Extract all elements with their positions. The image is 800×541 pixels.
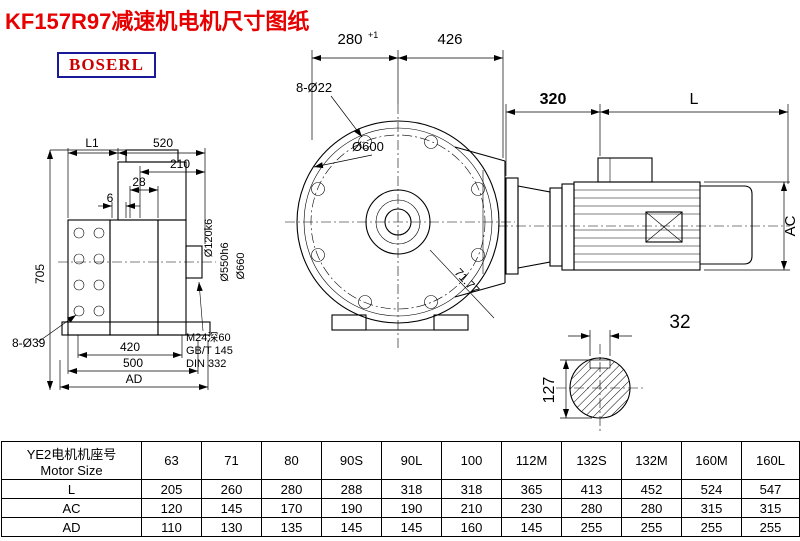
label-m24: M24深60 [186, 331, 231, 344]
cell-AD-3: 145 [321, 517, 382, 537]
header-line-cn: YE2电机机座号 [26, 446, 117, 462]
cell-AC-4: 190 [381, 498, 442, 518]
cell-AD-5: 160 [441, 517, 502, 537]
terminal-box [597, 157, 653, 183]
size-col-63: 63 [141, 441, 202, 480]
size-col-132s: 132S [561, 441, 622, 480]
cell-AD-2: 135 [261, 517, 322, 537]
label-d660: Ø660 [235, 253, 247, 280]
row-label-AC: AC [1, 498, 142, 518]
table-row-AC: AC 120 145 170 190 190 210 230 280 280 3… [1, 498, 800, 518]
dim-520: 520 [153, 136, 173, 150]
label-8-d39: 8-Ø39 [12, 336, 46, 350]
fan-cowl [700, 185, 753, 265]
size-col-90s: 90S [321, 441, 382, 480]
cell-L-6: 365 [501, 479, 562, 499]
dim-280-tolerance: +1 [368, 30, 378, 40]
cell-L-10: 547 [741, 479, 800, 499]
gearbox-side-view: L1 520 210 28 6 705 420 [12, 136, 247, 391]
dim-280: 280 [337, 31, 362, 48]
dim-127: 127 [541, 377, 558, 404]
dim-l1: L1 [85, 136, 99, 150]
cell-AC-8: 280 [621, 498, 682, 518]
header-line-en: Motor Size [40, 462, 103, 478]
cell-L-3: 288 [321, 479, 382, 499]
dim-6: 6 [107, 191, 114, 205]
motor-side-view: 320 L AC [498, 91, 799, 275]
cell-AC-10: 315 [741, 498, 800, 518]
cell-L-8: 452 [621, 479, 682, 499]
cell-AC-2: 170 [261, 498, 322, 518]
dim-420: 420 [120, 340, 140, 354]
cell-AD-7: 255 [561, 517, 622, 537]
size-col-71: 71 [201, 441, 262, 480]
cell-AC-9: 315 [681, 498, 742, 518]
cell-AD-8: 255 [621, 517, 682, 537]
cell-AC-1: 145 [201, 498, 262, 518]
nameplate-box [645, 211, 683, 243]
dim-426: 426 [437, 31, 462, 48]
label-8-d22: 8-Ø22 [296, 80, 332, 95]
cell-AD-1: 130 [201, 517, 262, 537]
cell-L-0: 205 [141, 479, 202, 499]
dim-L: L [690, 91, 699, 108]
cell-L-9: 524 [681, 479, 742, 499]
label-gbt145: GB/T 145 [186, 345, 233, 357]
size-col-132m: 132M [621, 441, 682, 480]
dim-71-77: 71.77 [452, 266, 483, 298]
label-din332: DIN 332 [186, 358, 226, 370]
row-label-AD: AD [1, 517, 142, 537]
cell-AC-3: 190 [321, 498, 382, 518]
cell-L-7: 413 [561, 479, 622, 499]
size-col-90l: 90L [381, 441, 442, 480]
cell-L-5: 318 [441, 479, 502, 499]
shaft-end-view: 32 127 [541, 312, 691, 432]
label-d120k6: Ø120k6 [203, 219, 215, 258]
adapter-bell [517, 185, 551, 269]
cell-AD-10: 255 [741, 517, 800, 537]
motor-flange [561, 183, 575, 271]
page-title: KF157R97减速机电机尺寸图纸 [5, 9, 310, 34]
housing-body [109, 219, 159, 336]
cell-AC-0: 120 [141, 498, 202, 518]
table-row-AD: AD 110 130 135 145 145 160 145 255 255 2… [1, 517, 800, 537]
cell-AD-9: 255 [681, 517, 742, 537]
dim-28: 28 [132, 175, 146, 189]
cell-AC-5: 210 [441, 498, 502, 518]
size-col-112m: 112M [501, 441, 562, 480]
dim-210: 210 [170, 157, 190, 171]
cell-AC-6: 230 [501, 498, 562, 518]
technical-drawing: L1 520 210 28 6 705 420 [12, 30, 799, 432]
motor-size-table: YE2电机机座号 Motor Size 63 71 80 90S 90L 100… [1, 441, 800, 537]
base-flange [61, 321, 211, 336]
size-col-100: 100 [441, 441, 502, 480]
cell-AD-0: 110 [141, 517, 202, 537]
cell-L-4: 318 [381, 479, 442, 499]
size-col-80: 80 [261, 441, 322, 480]
dim-32: 32 [669, 312, 690, 333]
table-row-L: L 205 260 280 288 318 318 365 413 452 52… [1, 479, 800, 499]
size-col-160l: 160L [741, 441, 800, 480]
table-header-row: YE2电机机座号 Motor Size 63 71 80 90S 90L 100… [1, 441, 800, 480]
motor-size-header-cell: YE2电机机座号 Motor Size [1, 441, 142, 480]
gearbox-front-view: 280 +1 426 8-Ø22 Ø600 71.77 [285, 30, 515, 348]
dim-500: 500 [123, 356, 143, 370]
dim-ad: AD [126, 372, 143, 386]
boserl-logo: BOSERL [57, 52, 156, 78]
mounting-flange [67, 219, 111, 336]
cell-AD-6: 145 [501, 517, 562, 537]
label-d550h6: Ø550h6 [219, 242, 231, 281]
dim-AC: AC [782, 215, 799, 236]
motor-fins [574, 189, 700, 263]
cell-L-2: 280 [261, 479, 322, 499]
size-col-160m: 160M [681, 441, 742, 480]
row-label-L: L [1, 479, 142, 499]
dim-705: 705 [33, 264, 47, 284]
label-d600: Ø600 [352, 139, 384, 154]
cell-L-1: 260 [201, 479, 262, 499]
cell-AC-7: 280 [561, 498, 622, 518]
cell-AD-4: 145 [381, 517, 442, 537]
dim-320: 320 [540, 91, 567, 108]
